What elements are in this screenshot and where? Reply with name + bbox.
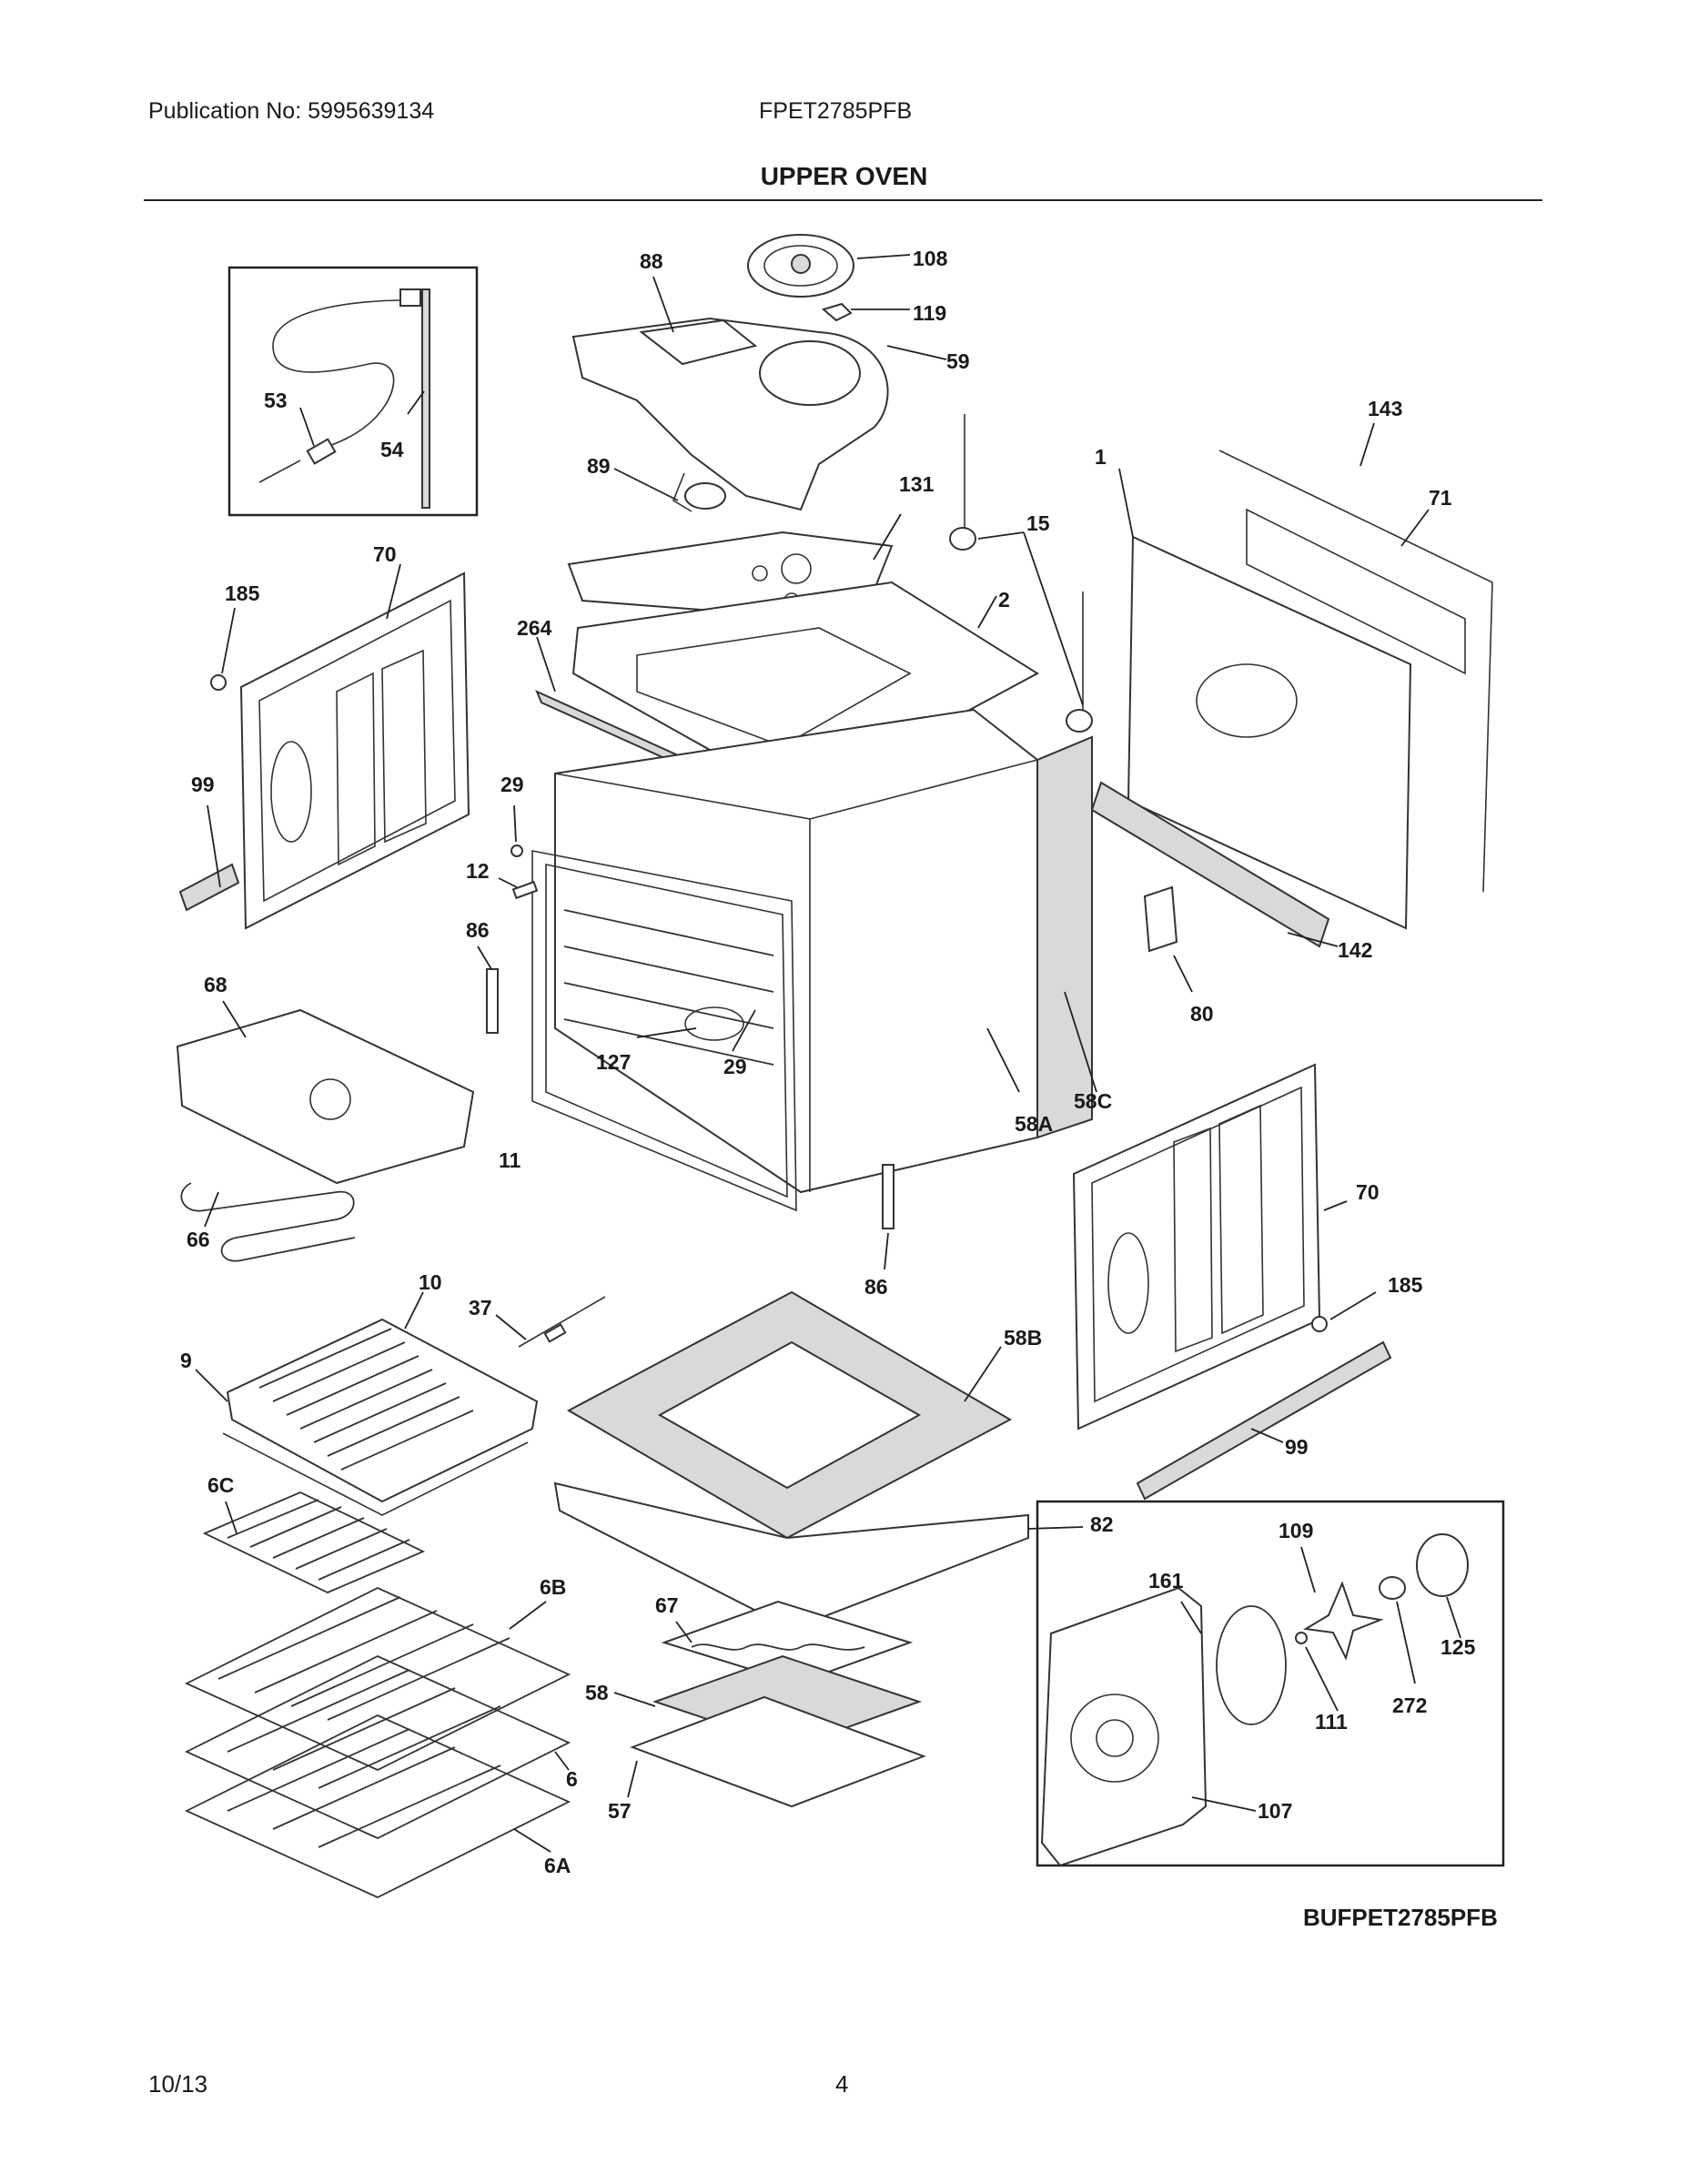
callout-125: 125 — [1440, 1635, 1476, 1659]
callout-29-cavity: 29 — [723, 1055, 747, 1078]
callout-12: 12 — [466, 859, 490, 883]
callout-143: 143 — [1368, 397, 1402, 420]
callout-86-bottom: 86 — [864, 1275, 888, 1299]
callout-29-top: 29 — [500, 773, 524, 796]
bake-element-assembly — [176, 1000, 475, 1262]
callout-10: 10 — [419, 1270, 442, 1294]
callout-127: 127 — [596, 1050, 631, 1074]
callout-80: 80 — [1190, 1002, 1214, 1026]
sensor-probes — [949, 414, 1093, 733]
callout-57: 57 — [608, 1799, 632, 1823]
oven-racks — [184, 1491, 571, 1898]
publication-date: 10/13 — [148, 2070, 208, 2098]
convection-fan-inset — [1036, 1500, 1505, 1867]
callout-119: 119 — [913, 301, 946, 325]
callout-88: 88 — [640, 249, 663, 273]
callout-70-left: 70 — [373, 542, 397, 566]
callout-67: 67 — [655, 1593, 679, 1617]
thermostat — [613, 468, 726, 512]
callout-58: 58 — [585, 1681, 609, 1704]
callout-107: 107 — [1258, 1799, 1292, 1823]
callout-68: 68 — [204, 973, 227, 996]
callout-labels: 88 108 119 59 53 54 89 131 15 1 143 71 7… — [180, 247, 1476, 1877]
callout-59: 59 — [946, 349, 970, 373]
lower-frame — [553, 1290, 1084, 1631]
callout-185-right: 185 — [1388, 1273, 1423, 1297]
callout-58b: 58B — [1004, 1326, 1042, 1350]
callout-272: 272 — [1392, 1694, 1427, 1717]
page-number: 4 — [835, 2070, 849, 2098]
callout-1: 1 — [1095, 445, 1107, 469]
callout-6a: 6A — [544, 1854, 571, 1877]
callout-58c: 58C — [1074, 1089, 1112, 1113]
callout-37: 37 — [469, 1296, 492, 1320]
rear-panels — [1090, 422, 1493, 993]
callout-6c: 6C — [207, 1473, 234, 1497]
callout-11: 11 — [499, 1148, 521, 1172]
publication-number: Publication No: 5995639134 — [148, 98, 435, 124]
callout-99-right: 99 — [1285, 1435, 1309, 1459]
callout-111: 111 — [1315, 1710, 1348, 1734]
callout-58a: 58A — [1015, 1112, 1053, 1136]
left-side-panel — [178, 563, 470, 930]
callout-54: 54 — [380, 438, 404, 461]
callout-161: 161 — [1148, 1569, 1184, 1592]
callout-6: 6 — [566, 1767, 578, 1791]
title-divider — [144, 199, 1542, 201]
page-title: UPPER OVEN — [760, 162, 928, 190]
right-side-panel — [1072, 1063, 1392, 1501]
callout-66: 66 — [187, 1228, 210, 1251]
callout-53: 53 — [264, 389, 288, 412]
callout-99-left: 99 — [191, 773, 215, 796]
callout-142: 142 — [1338, 938, 1372, 962]
callout-264: 264 — [517, 616, 552, 640]
cavity-hardware — [477, 804, 895, 1270]
callout-185-left: 185 — [225, 581, 260, 605]
oven-cavity — [531, 708, 1097, 1212]
callout-71: 71 — [1429, 486, 1452, 510]
callout-131: 131 — [899, 472, 935, 496]
callout-109: 109 — [1279, 1519, 1313, 1542]
callout-89: 89 — [587, 454, 611, 478]
callout-82: 82 — [1090, 1512, 1114, 1536]
probe-inset — [227, 266, 479, 517]
callout-15: 15 — [1026, 511, 1050, 535]
meat-probe — [495, 1296, 606, 1348]
diagram-code: BUFPET2785PFB — [1303, 1904, 1498, 1931]
blower-assembly — [571, 234, 947, 511]
callout-2: 2 — [998, 588, 1010, 612]
model-number: FPET2785PFB — [759, 98, 913, 124]
callout-70-right: 70 — [1356, 1180, 1380, 1204]
callout-6b: 6B — [540, 1575, 566, 1599]
callout-9: 9 — [180, 1349, 192, 1372]
broiler-pan — [195, 1291, 539, 1516]
callout-86-top: 86 — [466, 918, 490, 942]
lower-element-trays — [613, 1600, 926, 1808]
callout-108: 108 — [913, 247, 948, 270]
